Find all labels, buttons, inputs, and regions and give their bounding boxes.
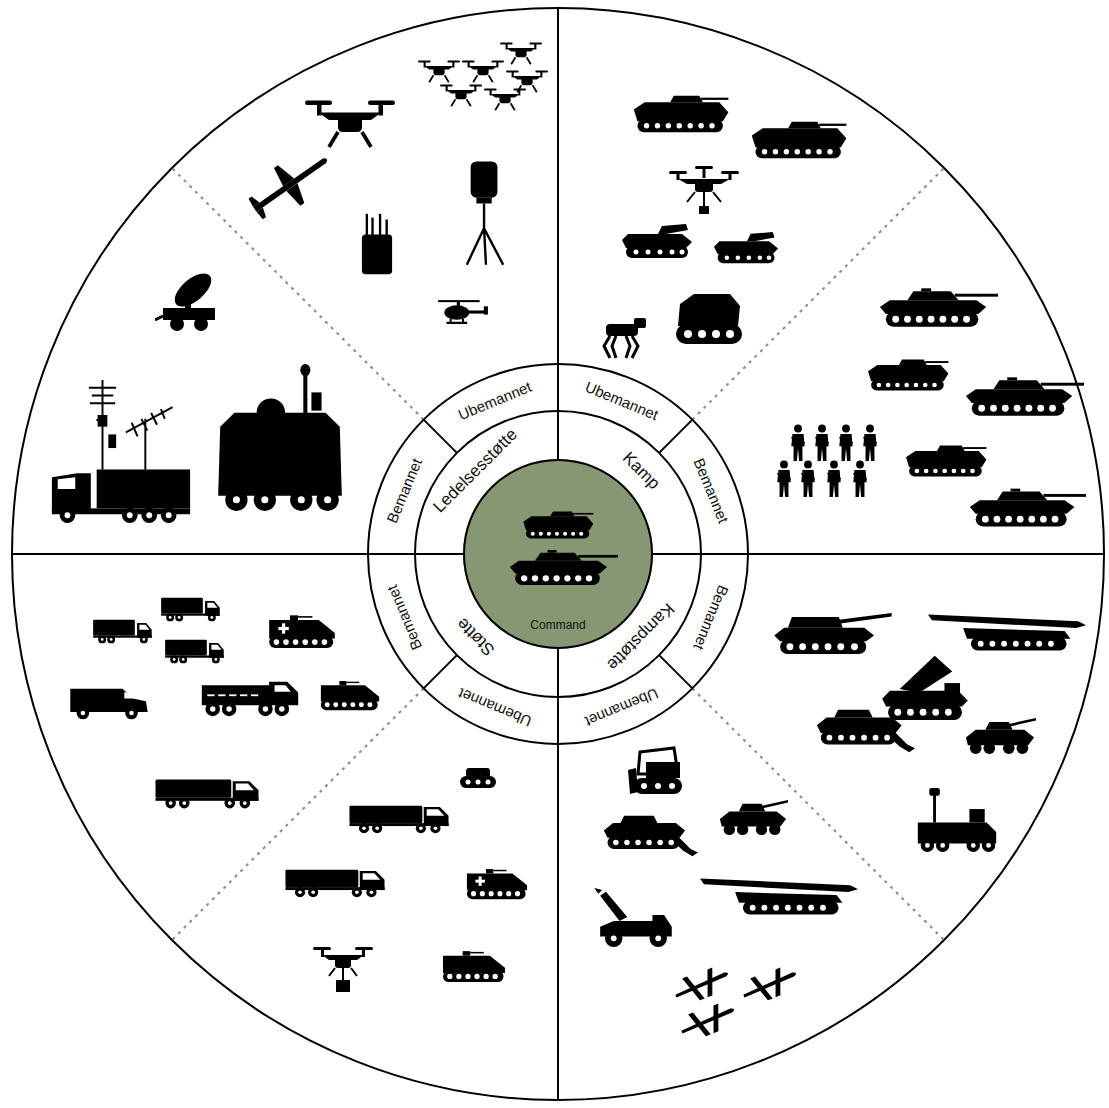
wheeled-vehicle-icon xyxy=(966,718,1036,754)
ifv-icon xyxy=(906,446,986,477)
engineer-vehicle-icon xyxy=(604,816,698,857)
divider-line xyxy=(659,420,692,453)
bridgelayer-icon xyxy=(928,614,1086,650)
ifv-icon xyxy=(868,360,948,391)
tank-icon xyxy=(880,288,998,326)
outer-circle xyxy=(12,8,1104,1100)
dotted-dividers xyxy=(172,168,944,940)
drone-icon xyxy=(500,43,542,65)
divider-line xyxy=(12,553,463,555)
tank-icon xyxy=(970,489,1086,527)
rocket-jeep-icon xyxy=(594,888,671,947)
ring-segment: Bemannet xyxy=(687,578,736,657)
radar-vehicle-icon xyxy=(918,788,996,852)
ring-segment: Ubemannet xyxy=(578,681,665,733)
tank-icon xyxy=(966,377,1084,415)
tank-icon xyxy=(510,550,618,585)
ugv-icon xyxy=(460,768,496,788)
ifv-icon xyxy=(752,122,847,158)
uav-icon xyxy=(242,140,340,228)
comms-truck-icon xyxy=(52,380,190,523)
heavy-truck-icon xyxy=(285,870,384,898)
divider-line xyxy=(557,649,559,1100)
command-fill xyxy=(463,459,653,649)
divider-line xyxy=(557,8,559,459)
shelter-icon xyxy=(218,364,342,511)
dotted-line xyxy=(692,688,944,940)
divider-line xyxy=(659,655,692,688)
soldier-icon xyxy=(863,425,876,461)
drone-icon xyxy=(418,61,460,83)
segment-label: Command xyxy=(530,619,585,633)
apc-icon xyxy=(443,951,505,982)
soldier-icon xyxy=(827,461,840,497)
robot-dog-icon xyxy=(604,318,646,358)
ifv-icon xyxy=(523,512,593,539)
ring-segment: Bemannet xyxy=(687,451,736,530)
ifv-icon xyxy=(634,96,729,132)
drone-icon xyxy=(484,89,526,111)
wheeled-vehicle-icon xyxy=(720,800,788,835)
ring-segment: Ubemannet xyxy=(578,374,665,426)
loitering-munition-icon xyxy=(671,962,734,1008)
tanker-icon xyxy=(202,682,298,717)
satellite-icon xyxy=(155,267,217,331)
apc-icon xyxy=(321,681,379,710)
truck-icon xyxy=(161,598,220,622)
soldier-icon xyxy=(777,461,790,497)
drone-icon xyxy=(305,101,395,148)
ring-segment: Bemannet xyxy=(380,578,429,657)
ring-outline xyxy=(368,364,748,744)
bridgelayer-icon xyxy=(700,878,858,914)
drone-icon xyxy=(506,71,548,93)
drone-icon xyxy=(440,85,482,107)
ring-outline xyxy=(415,411,701,697)
truck-icon xyxy=(165,640,224,664)
soldier-icon xyxy=(791,425,804,461)
truck-icon xyxy=(93,620,152,644)
ugv-icon xyxy=(676,294,742,344)
radar-icon xyxy=(467,161,503,264)
loitering-munition-icon xyxy=(677,998,740,1044)
divider-line xyxy=(424,420,457,453)
artillery-icon xyxy=(774,613,891,654)
ring-segment: Ubemannet xyxy=(451,681,538,733)
jammer-icon xyxy=(362,214,392,274)
drone-icon xyxy=(669,166,739,214)
loitering-munition-icon xyxy=(739,962,802,1008)
helicopter-icon xyxy=(438,300,488,323)
van-icon xyxy=(70,689,147,720)
soldier-icon xyxy=(801,461,814,497)
ambulance-icon xyxy=(467,869,527,899)
heavy-truck-icon xyxy=(349,806,448,834)
ring-segment: Ubemannet xyxy=(451,374,538,426)
ring-segment: Bemannet xyxy=(380,451,429,530)
soldier-icon xyxy=(839,425,852,461)
ugv-icon xyxy=(622,224,692,258)
ambulance-icon xyxy=(269,615,335,648)
engineer-vehicle-icon xyxy=(817,710,915,752)
divider-line xyxy=(653,553,1104,555)
ugv-icon xyxy=(714,232,778,263)
soldier-icon xyxy=(815,425,828,461)
cargo-drone-icon xyxy=(313,947,373,992)
heavy-truck-icon xyxy=(156,780,259,809)
dotted-line xyxy=(172,168,424,420)
dozer-icon xyxy=(628,748,682,794)
soldier-icon xyxy=(853,461,866,497)
divider-line xyxy=(424,655,457,688)
rocket-launcher-icon xyxy=(882,656,968,720)
quadrant-lines xyxy=(12,8,1104,1100)
drone-icon xyxy=(462,61,504,83)
command-circle: Command xyxy=(463,459,653,649)
